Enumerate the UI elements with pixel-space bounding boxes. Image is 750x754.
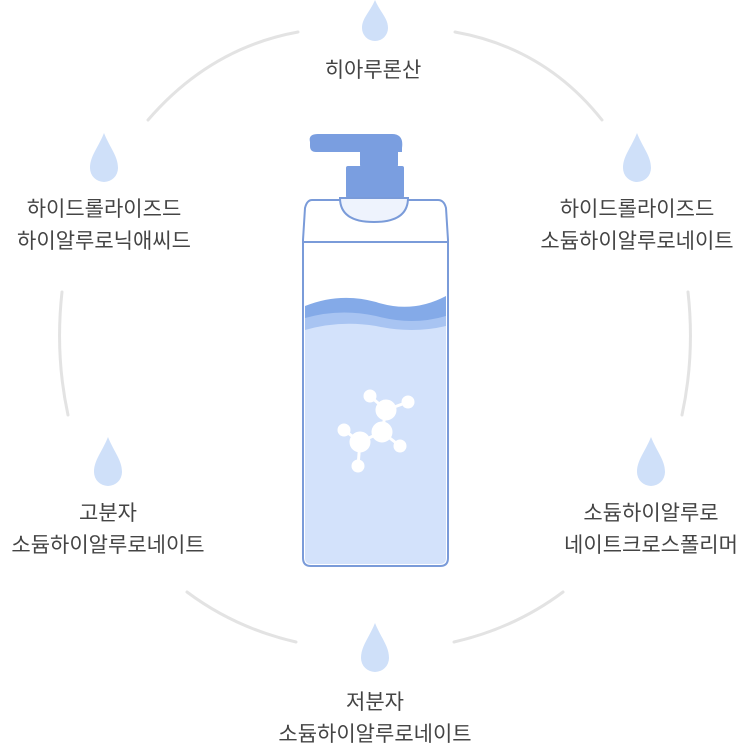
ring-arc — [185, 590, 298, 644]
ingredient-label-line: 고분자 — [79, 501, 137, 525]
ring-arcs — [58, 30, 692, 644]
ingredient-label-top: 히아루론산 — [325, 54, 422, 86]
bottle-body — [302, 199, 449, 567]
wave-dark — [305, 296, 446, 323]
water-drop-icon — [94, 437, 122, 486]
ring-arc — [58, 290, 70, 417]
ingredient-label-line: 저분자 — [346, 690, 404, 714]
pump-stem — [360, 146, 398, 168]
water-drops — [90, 0, 665, 672]
ingredient-label-line: 하이알루로닉애씨드 — [17, 229, 191, 253]
water-drop-icon — [623, 133, 651, 182]
ingredient-label-lower-left: 고분자 소듐하이알루로네이트 — [11, 497, 204, 561]
ingredient-label-line: 히아루론산 — [324, 58, 422, 82]
water-drop-icon — [361, 623, 389, 672]
ingredient-label-upper-right: 하이드롤라이즈드 소듐하이알루로네이트 — [540, 193, 733, 257]
ring-arc — [680, 290, 692, 417]
ingredient-label-bottom: 저분자 소듐하이알루로네이트 — [278, 686, 471, 750]
water-drop-icon — [90, 133, 118, 182]
ingredient-label-line: 하이드롤라이즈드 — [559, 197, 715, 221]
ingredient-label-line: 소듐하이알루로네이트 — [11, 533, 205, 557]
bottle-cap — [338, 197, 410, 224]
pump-bottle-illustration — [302, 134, 449, 567]
water-drop-icon — [362, 0, 388, 41]
ring-arc — [146, 30, 300, 122]
ring-arc — [452, 590, 565, 644]
ingredient-label-line: 소듐하이알루로 — [583, 501, 719, 525]
wave-light — [305, 312, 446, 330]
water-drop-icon — [637, 437, 665, 486]
ingredient-label-lower-right: 소듐하이알루로 네이트크로스폴리머 — [564, 497, 738, 561]
ingredient-label-line: 소듐하이알루로네이트 — [540, 229, 734, 253]
molecule-icon — [337, 389, 415, 473]
ring-arc — [453, 30, 604, 122]
ingredient-label-line: 하이드롤라이즈드 — [26, 197, 182, 221]
pump-collar — [346, 166, 404, 198]
ingredient-label-upper-left: 하이드롤라이즈드 하이알루로닉애씨드 — [17, 193, 191, 257]
ingredient-label-line: 소듐하이알루로네이트 — [278, 722, 472, 746]
ingredient-label-line: 네이트크로스폴리머 — [564, 533, 738, 557]
